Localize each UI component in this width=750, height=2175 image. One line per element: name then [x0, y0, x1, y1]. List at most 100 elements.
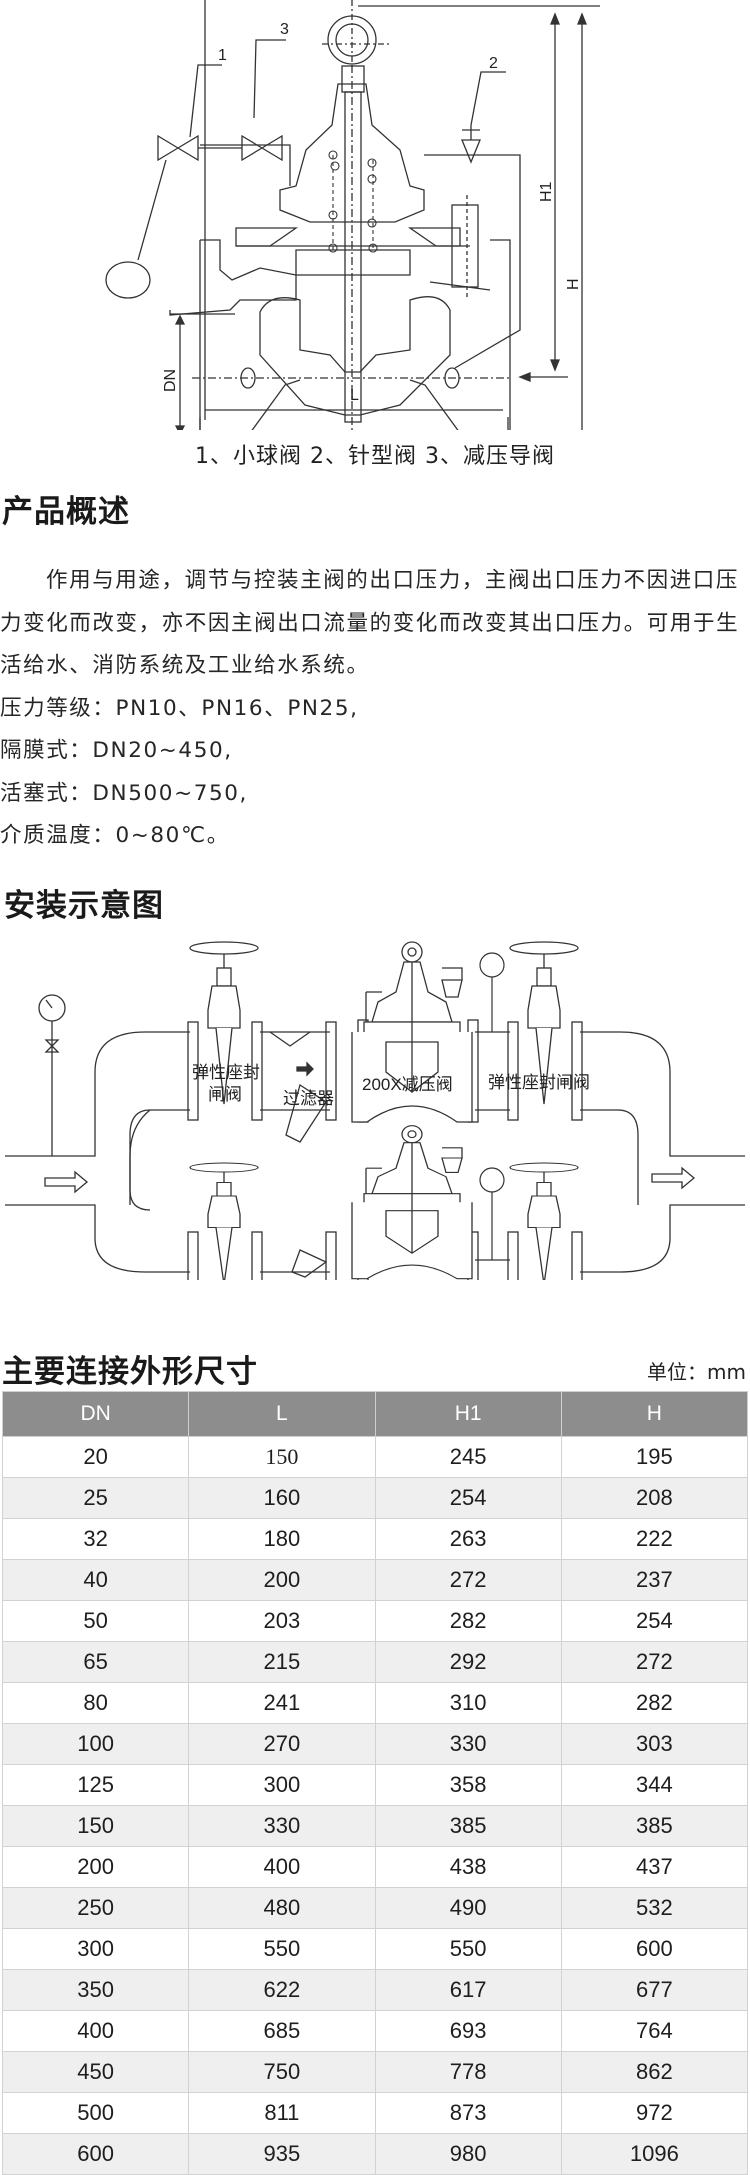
cell-dn: 25: [1, 1477, 190, 1519]
cell-h1: 272: [374, 1559, 562, 1601]
cell-h1: 490: [374, 1887, 562, 1929]
bonnet: [279, 83, 425, 223]
cell-h: 344: [560, 1764, 749, 1806]
dim-label-h1: H1: [538, 181, 555, 202]
cell-h1: 263: [374, 1518, 562, 1560]
cell-dn: 250: [1, 1887, 190, 1929]
cell-h1: 282: [374, 1600, 562, 1642]
prv-top: [351, 941, 473, 1123]
dim-label-h: H: [565, 278, 582, 290]
spec-pressure: 压力等级：PN10、PN16、PN25,: [0, 695, 359, 721]
cell-l: 215: [188, 1641, 376, 1683]
cell-l: 400: [188, 1846, 376, 1888]
callout-3: 3: [280, 21, 289, 38]
cell-h1: 330: [374, 1723, 562, 1765]
cell-h1: 438: [374, 1846, 562, 1888]
cell-dn: 150: [1, 1805, 190, 1847]
spec-piston: 活塞式：DN500~750,: [0, 780, 248, 806]
overview-line: 活给水、消防系统及工业给水系统。: [0, 653, 370, 678]
cell-l: 270: [188, 1723, 376, 1765]
outlet-gauge-bottom: [479, 1167, 505, 1193]
spec-temperature: 介质温度：0~80℃。: [0, 823, 230, 848]
overview-line: 作用与用途，调节与控装主阀的出口压力，主阀出口压力不因进口压: [46, 568, 740, 593]
float-ball: [105, 261, 151, 299]
cell-dn: 20: [1, 1436, 190, 1478]
cell-dn: 80: [1, 1682, 190, 1724]
cell-h: 282: [560, 1682, 749, 1724]
cell-dn: 400: [1, 2010, 190, 2052]
cell-h1: 254: [374, 1477, 562, 1519]
cell-h: 972: [560, 2092, 749, 2134]
column-header-h: H: [560, 1391, 749, 1437]
cell-h: 600: [560, 1928, 749, 1970]
cell-h: 532: [560, 1887, 749, 1929]
cell-dn: 32: [1, 1518, 190, 1560]
callout-1: 1: [218, 47, 227, 64]
installation-diagram: 弹性座封 闸阀 过滤器 200X减压阀 弹性座封闸阀: [5, 941, 745, 1280]
cell-dn: 350: [1, 1969, 190, 2011]
cell-h1: 980: [374, 2133, 562, 2175]
inlet-flow-arrow: [44, 1170, 89, 1194]
cell-l: 750: [188, 2051, 376, 2093]
table-header-row: DN L H1 H: [1, 1391, 749, 1437]
dim-label-l: L: [350, 387, 359, 404]
cell-l: 330: [188, 1805, 376, 1847]
cell-l: 241: [188, 1682, 376, 1724]
cell-h1: 693: [374, 2010, 562, 2052]
dim-label-dn: DN: [162, 369, 179, 392]
cell-h: 222: [560, 1518, 749, 1560]
cell-dn: 500: [1, 2092, 190, 2134]
cell-h1: 617: [374, 1969, 562, 2011]
cell-l: 935: [188, 2133, 376, 2175]
dimensions-heading: 主要连接外形尺寸: [2, 1354, 258, 1390]
label-gate-valve-right: 弹性座封闸阀: [488, 1073, 590, 1092]
cell-dn: 100: [1, 1723, 190, 1765]
pilot-valve-symbol: [241, 134, 283, 162]
label-strainer: 过滤器: [283, 1089, 334, 1108]
strainer-basket-bottom: [291, 1249, 328, 1278]
cell-l: 811: [188, 2092, 376, 2134]
needle-valve-symbol: [461, 139, 481, 164]
column-header-h1: H1: [374, 1391, 562, 1437]
label-gate-valve-left-1: 弹性座封: [192, 1063, 260, 1082]
cell-l: 300: [188, 1764, 376, 1806]
cell-h1: 310: [374, 1682, 562, 1724]
cell-h: 437: [560, 1846, 749, 1888]
cell-h: 303: [560, 1723, 749, 1765]
cell-h: 1096: [560, 2133, 749, 2175]
cell-h1: 292: [374, 1641, 562, 1683]
overview-line: 力变化而改变，亦不因主阀出口流量的变化而改变其出口压力。可用于生: [0, 610, 740, 636]
cell-h: 764: [560, 2010, 749, 2052]
cell-h1: 873: [374, 2092, 562, 2134]
unit-label: 单位：mm: [647, 1360, 746, 1384]
strainer-top: [269, 1031, 311, 1047]
cell-l: 685: [188, 2010, 376, 2052]
cell-l: 160: [188, 1477, 376, 1519]
cell-h1: 778: [374, 2051, 562, 2093]
ball-valve-symbol: [157, 134, 199, 162]
strainer-basket-top: [285, 1083, 327, 1143]
cell-h: 385: [560, 1805, 749, 1847]
cell-l: 150: [188, 1436, 376, 1478]
installation-heading: 安装示意图: [4, 888, 164, 924]
cell-l: 480: [188, 1887, 376, 1929]
cell-h: 862: [560, 2051, 749, 2093]
spec-diaphragm: 隔膜式：DN20~450,: [0, 738, 233, 763]
label-gate-valve-left-2: 闸阀: [208, 1085, 242, 1104]
